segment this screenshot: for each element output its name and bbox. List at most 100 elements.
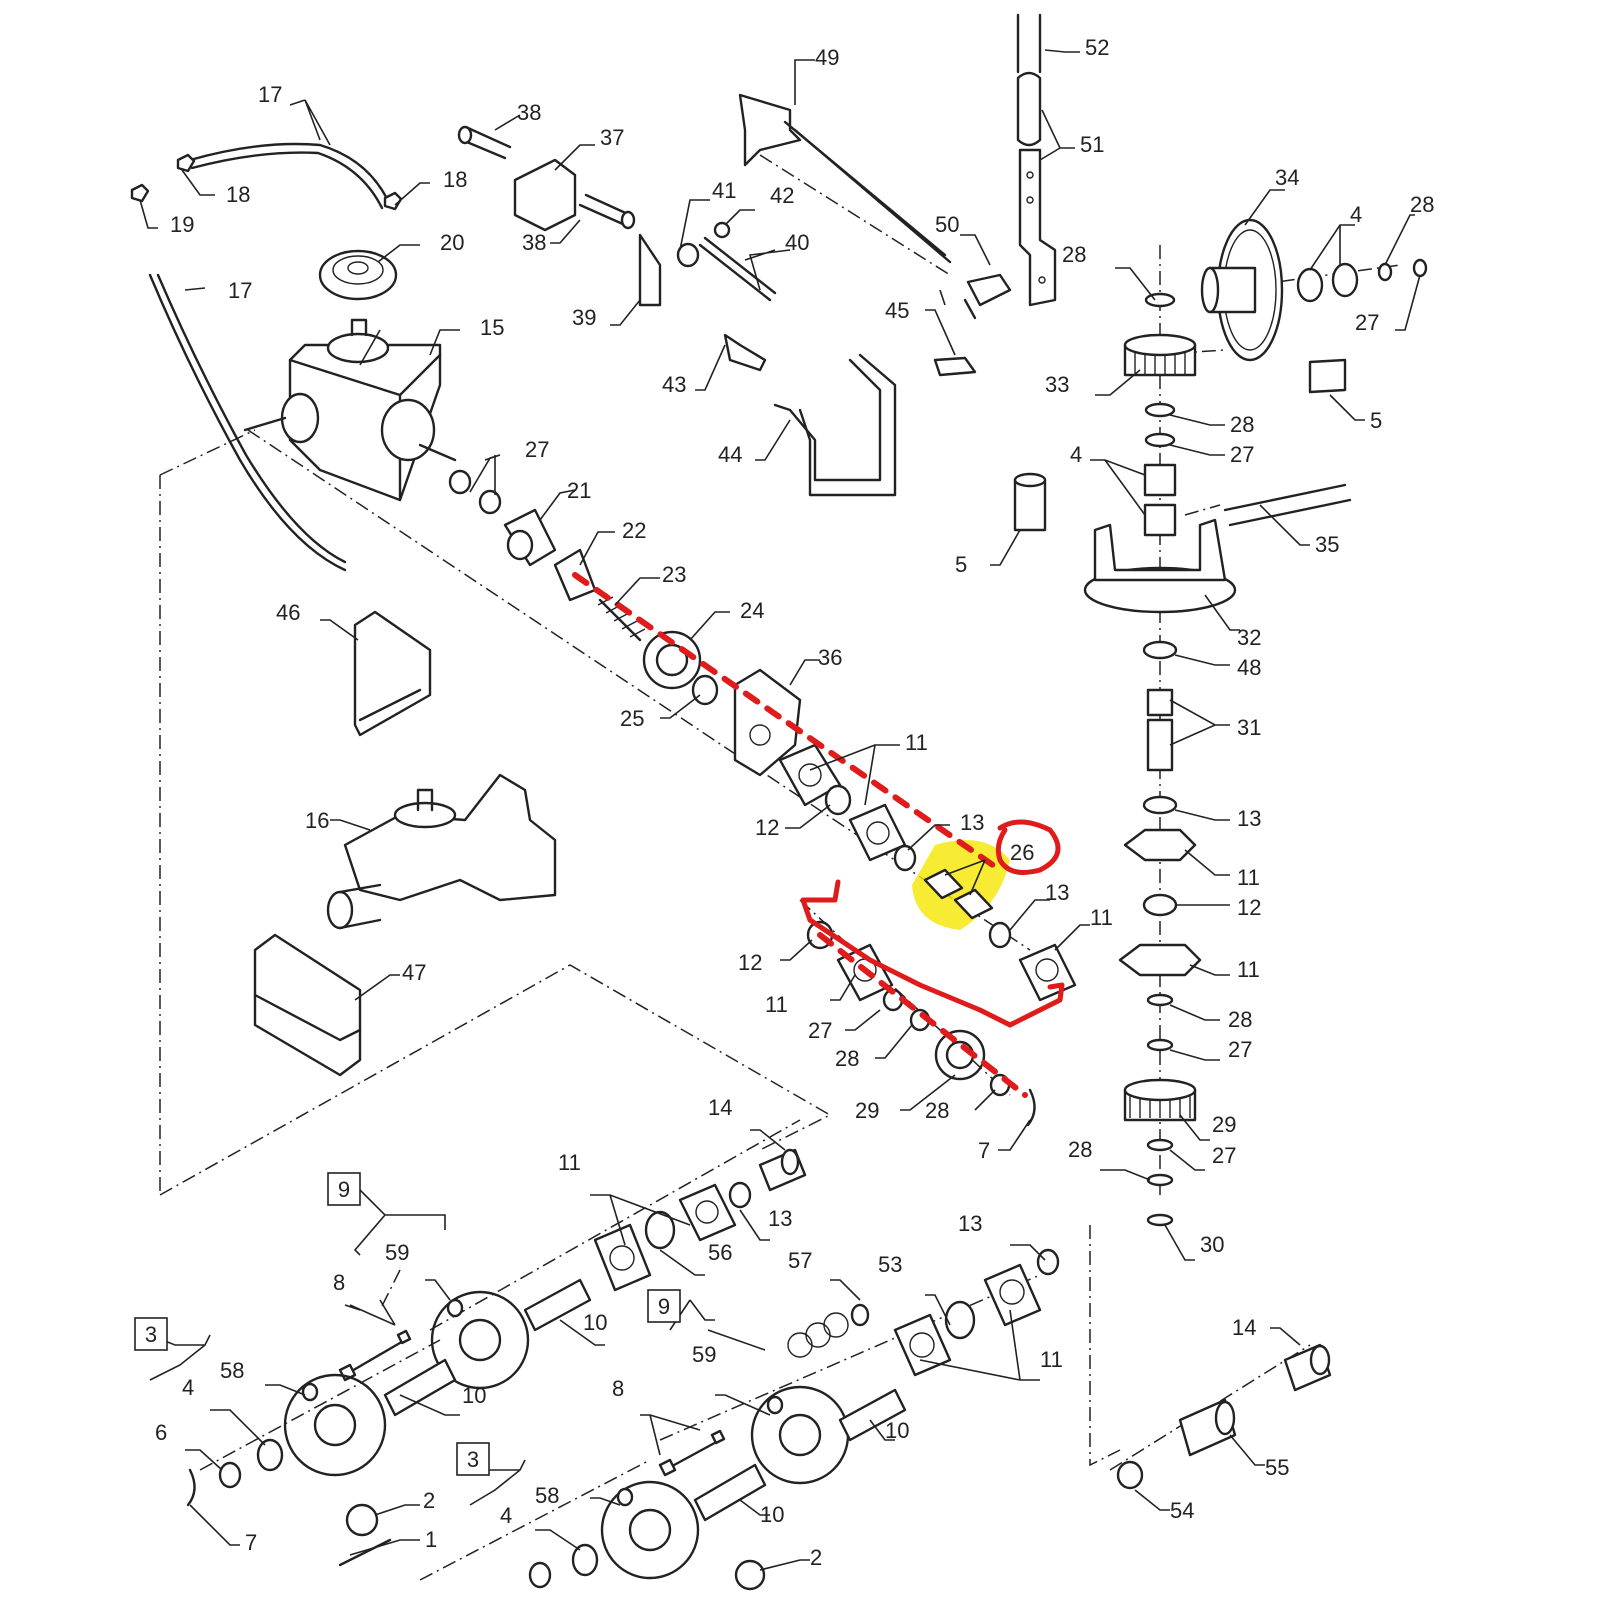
label-28: 28 — [1230, 412, 1254, 437]
label-10: 10 — [583, 1310, 607, 1335]
label-28: 28 — [1068, 1137, 1092, 1162]
label-38: 38 — [517, 100, 541, 125]
label-39: 39 — [572, 305, 596, 330]
label-10: 10 — [760, 1502, 784, 1527]
label-21: 21 — [567, 478, 591, 503]
boxed-callouts: 9 3 9 3 — [134, 1172, 681, 1476]
label-16: 16 — [305, 808, 329, 833]
label-27: 27 — [525, 437, 549, 462]
label-49: 49 — [815, 45, 839, 70]
label-13: 13 — [768, 1206, 792, 1231]
label-13: 13 — [1045, 880, 1069, 905]
label-44: 44 — [718, 442, 742, 467]
label-50: 50 — [935, 212, 959, 237]
label-13: 13 — [1237, 806, 1261, 831]
label-4: 4 — [1070, 442, 1082, 467]
label-7: 7 — [245, 1530, 257, 1555]
label-35: 35 — [1315, 532, 1339, 557]
label-17: 17 — [228, 278, 252, 303]
label-36: 36 — [818, 645, 842, 670]
label-6: 6 — [155, 1420, 167, 1445]
box-callout — [134, 1317, 168, 1351]
label-12: 12 — [738, 950, 762, 975]
label-59: 59 — [385, 1240, 409, 1265]
label-11: 11 — [765, 992, 788, 1017]
label-33: 33 — [1045, 372, 1069, 397]
label-45: 45 — [885, 298, 909, 323]
label-11: 11 — [1090, 905, 1113, 930]
label-43: 43 — [662, 372, 686, 397]
label-2: 2 — [810, 1545, 822, 1570]
label-12: 12 — [755, 815, 779, 840]
label-10: 10 — [462, 1383, 486, 1408]
label-31: 31 — [1237, 715, 1261, 740]
label-8: 8 — [612, 1376, 624, 1401]
label-4: 4 — [500, 1503, 512, 1528]
label-55: 55 — [1265, 1455, 1289, 1480]
label-58: 58 — [535, 1483, 559, 1508]
label-13: 13 — [958, 1211, 982, 1236]
label-52: 52 — [1085, 35, 1109, 60]
label-27: 27 — [808, 1018, 832, 1043]
box-label: 3 — [467, 1447, 479, 1472]
label-29: 29 — [855, 1098, 879, 1123]
box-callout — [456, 1442, 490, 1476]
label-47: 47 — [402, 960, 426, 985]
label-11: 11 — [558, 1150, 581, 1175]
label-5: 5 — [955, 552, 967, 577]
label-40: 40 — [785, 230, 809, 255]
label-24: 24 — [740, 598, 764, 623]
label-34: 34 — [1275, 165, 1299, 190]
label-18: 18 — [443, 167, 467, 192]
box-label: 9 — [658, 1294, 670, 1319]
label-56: 56 — [708, 1240, 732, 1265]
label-51: 51 — [1080, 132, 1104, 157]
label-29: 29 — [1212, 1112, 1236, 1137]
label-57: 57 — [788, 1248, 812, 1273]
part-labels: 17 18 19 18 20 17 15 27 21 22 23 24 25 3… — [155, 35, 1434, 1570]
label-11: 11 — [1040, 1347, 1063, 1372]
label-37: 37 — [600, 125, 624, 150]
label-7: 7 — [978, 1138, 990, 1163]
label-18: 18 — [226, 182, 250, 207]
label-28: 28 — [835, 1046, 859, 1071]
label-8: 8 — [333, 1270, 345, 1295]
label-41: 41 — [712, 178, 736, 203]
label-13: 13 — [960, 810, 984, 835]
label-20: 20 — [440, 230, 464, 255]
label-22: 22 — [622, 518, 646, 543]
label-2: 2 — [423, 1488, 435, 1513]
box-label: 9 — [338, 1177, 350, 1202]
label-58: 58 — [220, 1358, 244, 1383]
label-14: 14 — [1232, 1315, 1256, 1340]
label-59: 59 — [692, 1342, 716, 1367]
label-4: 4 — [182, 1375, 194, 1400]
label-26: 26 — [1010, 840, 1034, 865]
part-drawings — [130, 13, 1428, 1591]
label-28: 28 — [1228, 1007, 1252, 1032]
label-17: 17 — [258, 82, 282, 107]
label-5: 5 — [1370, 408, 1382, 433]
label-1: 1 — [425, 1527, 437, 1552]
label-53: 53 — [878, 1252, 902, 1277]
label-25: 25 — [620, 706, 644, 731]
label-19: 19 — [170, 212, 194, 237]
label-38: 38 — [522, 230, 546, 255]
label-30: 30 — [1200, 1232, 1224, 1257]
label-27: 27 — [1355, 310, 1379, 335]
label-42: 42 — [770, 183, 794, 208]
label-32: 32 — [1237, 625, 1261, 650]
label-14: 14 — [708, 1095, 732, 1120]
label-12: 12 — [1237, 895, 1261, 920]
label-10: 10 — [885, 1418, 909, 1443]
red-markup — [572, 572, 1065, 1098]
assembly-boundaries — [159, 429, 1121, 1467]
label-27: 27 — [1230, 442, 1254, 467]
label-4: 4 — [1350, 202, 1362, 227]
label-11: 11 — [905, 730, 928, 755]
label-23: 23 — [662, 562, 686, 587]
label-54: 54 — [1170, 1498, 1194, 1523]
label-27: 27 — [1212, 1143, 1236, 1168]
box-label: 3 — [145, 1322, 157, 1347]
